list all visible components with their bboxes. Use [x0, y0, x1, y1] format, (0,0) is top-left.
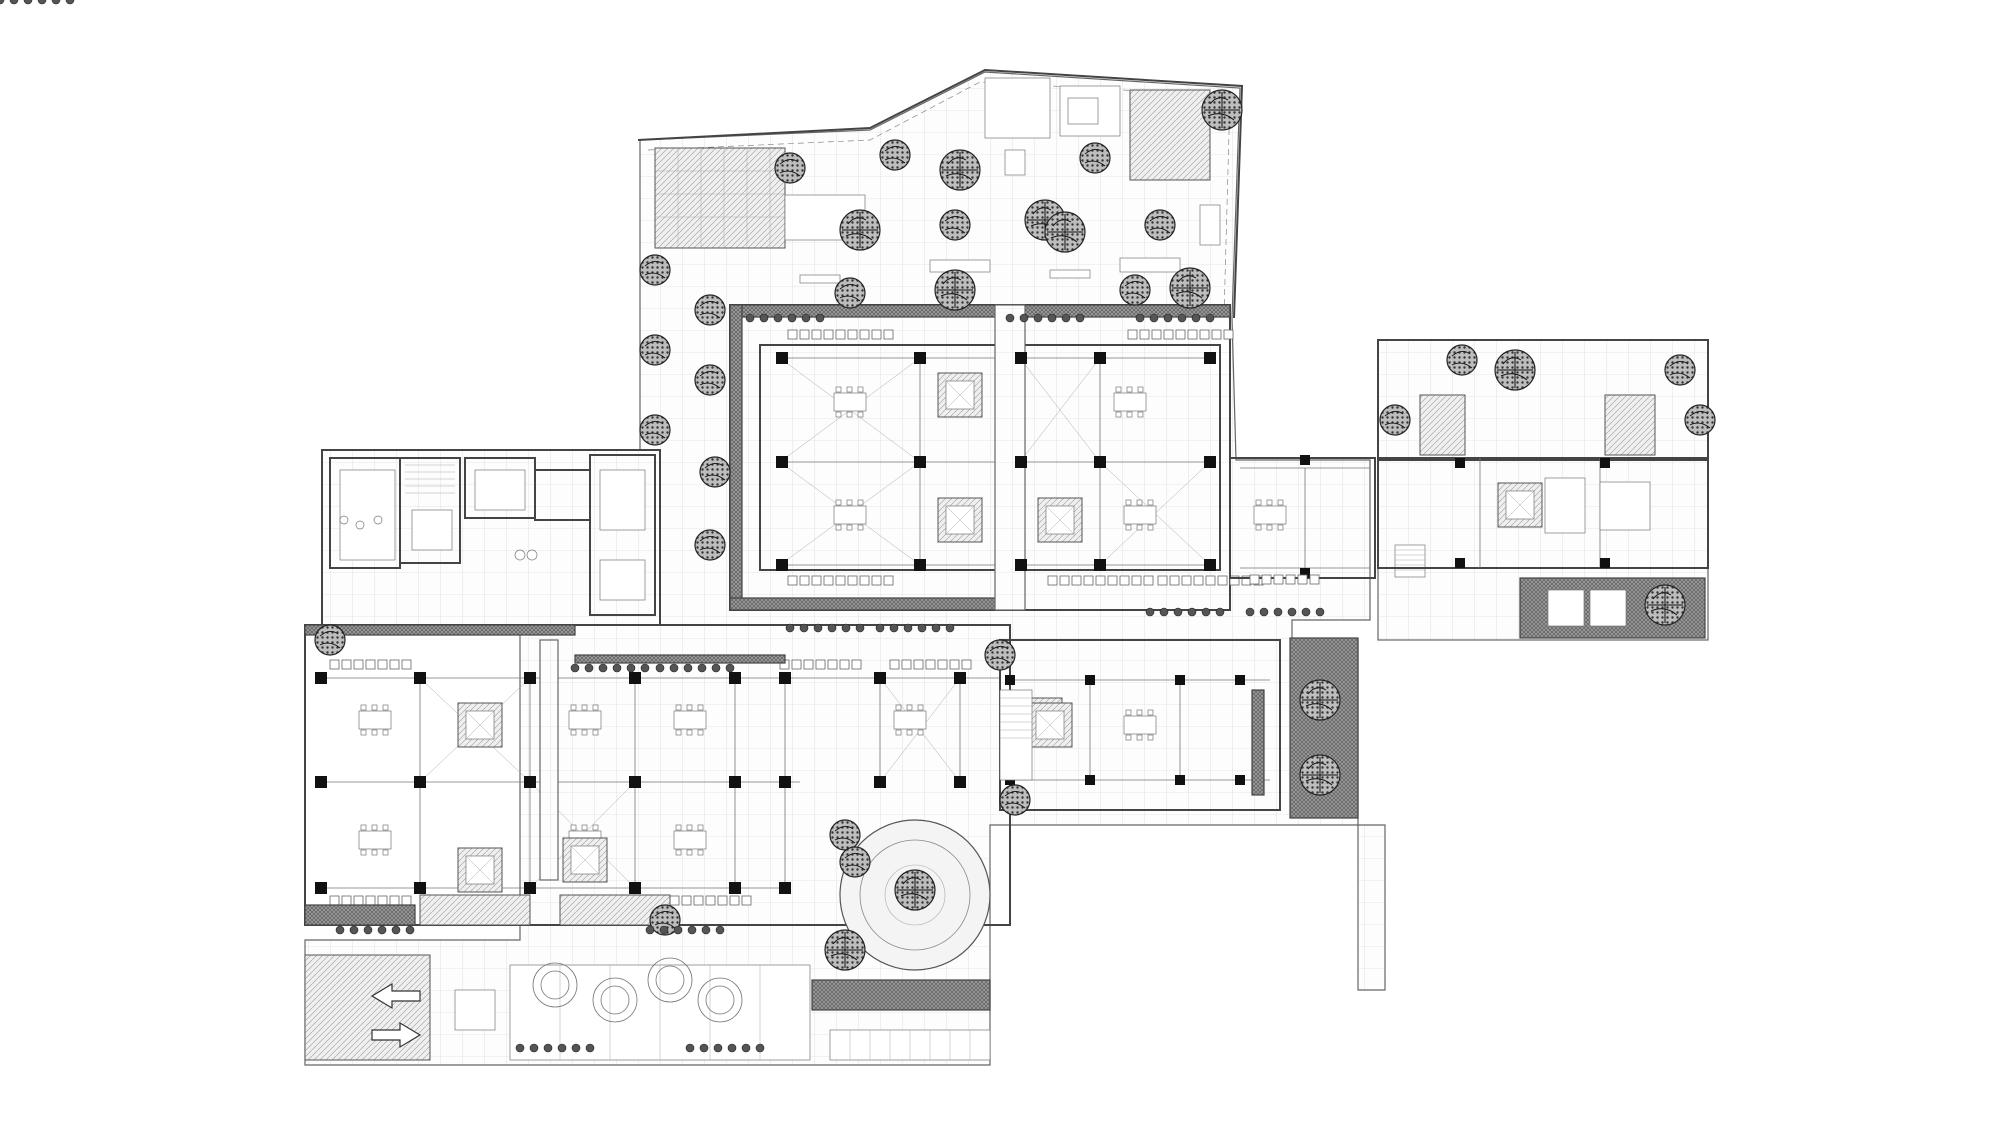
tree-icon — [1169, 267, 1211, 309]
round-plaza — [811, 819, 991, 1061]
stair-core-east — [1394, 544, 1426, 578]
tree-icon — [824, 929, 866, 971]
stair-core-south — [999, 689, 1033, 781]
round-planters — [532, 957, 743, 1023]
building-south-block — [304, 624, 1281, 926]
tree-icon — [1299, 754, 1341, 796]
arrow-right-icon — [371, 1021, 422, 1049]
tree-icon — [934, 269, 976, 311]
site-boundary-north — [637, 68, 1244, 319]
tree-icon — [1299, 679, 1341, 721]
tree-icon — [1644, 584, 1686, 626]
shrubs — [0, 0, 1325, 1053]
tree-icon — [839, 209, 881, 251]
north-courtyard — [654, 77, 1221, 284]
building-north-block — [729, 304, 1264, 611]
tree-icon — [939, 149, 981, 191]
tree-icon — [1044, 211, 1086, 253]
south-entrance — [304, 954, 811, 1061]
hatched-plaza-east — [1129, 89, 1211, 181]
tree-icon — [894, 869, 936, 911]
tree-icon — [1494, 349, 1536, 391]
west-annex — [321, 449, 661, 626]
building-middle-east — [1229, 455, 1426, 585]
hatched-plaza-west — [654, 147, 786, 249]
arrow-left-icon — [370, 982, 421, 1010]
tree-icon — [1201, 89, 1243, 131]
